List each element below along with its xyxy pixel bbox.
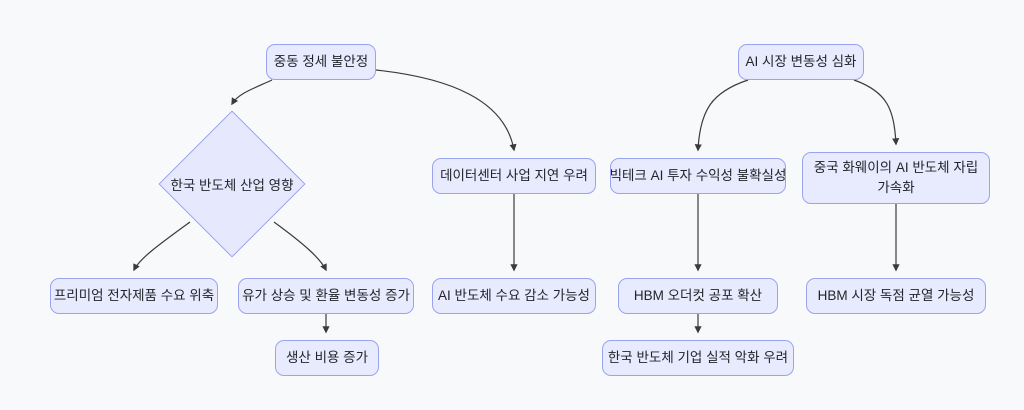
node-label: 한국 반도체 기업 실적 악화 우려 — [607, 349, 789, 365]
node-label: AI 반도체 수요 감소 가능성 — [438, 287, 590, 303]
node-label: 중국 화웨이의 AI 반도체 자립 가속화 — [813, 159, 979, 195]
node-label: 중동 정세 불안정 — [273, 53, 369, 69]
node-ai-chip-demand-drop[interactable]: AI 반도체 수요 감소 가능성 — [432, 278, 596, 314]
node-mideast[interactable]: 중동 정세 불안정 — [266, 44, 376, 80]
node-label: HBM 오더컷 공포 확산 — [633, 287, 763, 303]
node-korea-earnings[interactable]: 한국 반도체 기업 실적 악화 우려 — [602, 340, 794, 376]
node-label: 한국 반도체 산업 영향 — [170, 178, 294, 193]
edge-mideast-to-korea-semi-impact — [231, 79, 273, 106]
node-hbm-monopoly-crack[interactable]: HBM 시장 독점 균열 가능성 — [806, 278, 986, 314]
node-korea-semi-impact[interactable]: 한국 반도체 산업 영향 — [158, 110, 306, 258]
node-huawei[interactable]: 중국 화웨이의 AI 반도체 자립 가속화 — [802, 152, 990, 204]
node-datacenter-delay[interactable]: 데이터센터 사업 지연 우려 — [432, 158, 596, 194]
node-label: 생산 비용 증가 — [285, 349, 369, 365]
node-production-cost[interactable]: 생산 비용 증가 — [275, 340, 379, 376]
edge-mideast-to-datacenter-delay — [375, 69, 517, 152]
node-label: 유가 상승 및 환율 변동성 증가 — [242, 287, 410, 303]
node-label: 빅테크 AI 투자 수익성 불확실성 — [610, 167, 786, 183]
node-label: AI 시장 변동성 심화 — [745, 53, 857, 69]
node-ai-volatility[interactable]: AI 시장 변동성 심화 — [738, 44, 864, 80]
node-oil-fx[interactable]: 유가 상승 및 환율 변동성 증가 — [238, 278, 414, 314]
node-bigtech-roi[interactable]: 빅테크 AI 투자 수익성 불확실성 — [610, 158, 786, 194]
node-label: HBM 시장 독점 균열 가능성 — [817, 287, 975, 303]
edge-ai-volatility-to-huawei — [853, 79, 900, 146]
node-hbm-ordercut[interactable]: HBM 오더컷 공포 확산 — [618, 278, 778, 314]
node-label: 데이터센터 사업 지연 우려 — [440, 167, 588, 183]
node-label: 프리미엄 전자제품 수요 위축 — [53, 287, 215, 303]
node-premium-demand[interactable]: 프리미엄 전자제품 수요 위축 — [50, 278, 218, 314]
edge-ai-volatility-to-bigtech-roi — [694, 79, 749, 152]
